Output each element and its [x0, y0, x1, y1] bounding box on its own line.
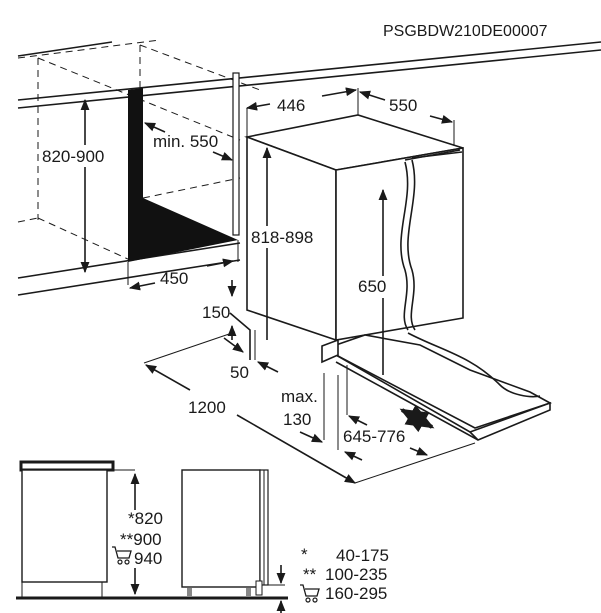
feet-variant-1-mark: *: [301, 545, 308, 564]
feet-variant-3: 160-295: [325, 584, 387, 603]
drawing-code: PSGBDW210DE00007: [383, 23, 548, 40]
dishwasher-body: [229, 114, 552, 441]
door-swing-label: 1200: [188, 398, 226, 417]
appliance-width-label: 446: [277, 96, 305, 115]
plinth-height-label: 150: [202, 303, 230, 322]
height-variant-2: **900: [120, 530, 162, 549]
max-value-label: 130: [283, 410, 311, 429]
height-variants: *820 **900 940: [112, 509, 163, 568]
height-variant-3: 940: [134, 549, 162, 568]
kitchen-niche: [17, 39, 601, 296]
feet-variant-1: 40-175: [336, 546, 389, 565]
plinth-setback-label: 50: [230, 363, 249, 382]
door-travel-label: 645-776: [343, 427, 405, 446]
appliance-height-label: 818-898: [251, 228, 313, 247]
niche-height-label: 820-900: [42, 147, 104, 166]
feet-variants: * 40-175 ** 100-235 160-295: [300, 545, 389, 603]
cart-icon: [112, 546, 132, 565]
appliance-depth-label: 550: [389, 96, 417, 115]
max-label: max.: [281, 387, 318, 406]
feet-variant-2-mark: **: [303, 565, 317, 584]
front-side-view: [16, 460, 288, 613]
niche-min-depth-label: min. 550: [153, 132, 218, 151]
cart-icon: [300, 584, 320, 603]
door-height-label: 650: [358, 277, 386, 296]
height-variant-1: *820: [128, 509, 163, 528]
niche-width-label: 450: [160, 269, 188, 288]
feet-variant-2: 100-235: [325, 565, 387, 584]
